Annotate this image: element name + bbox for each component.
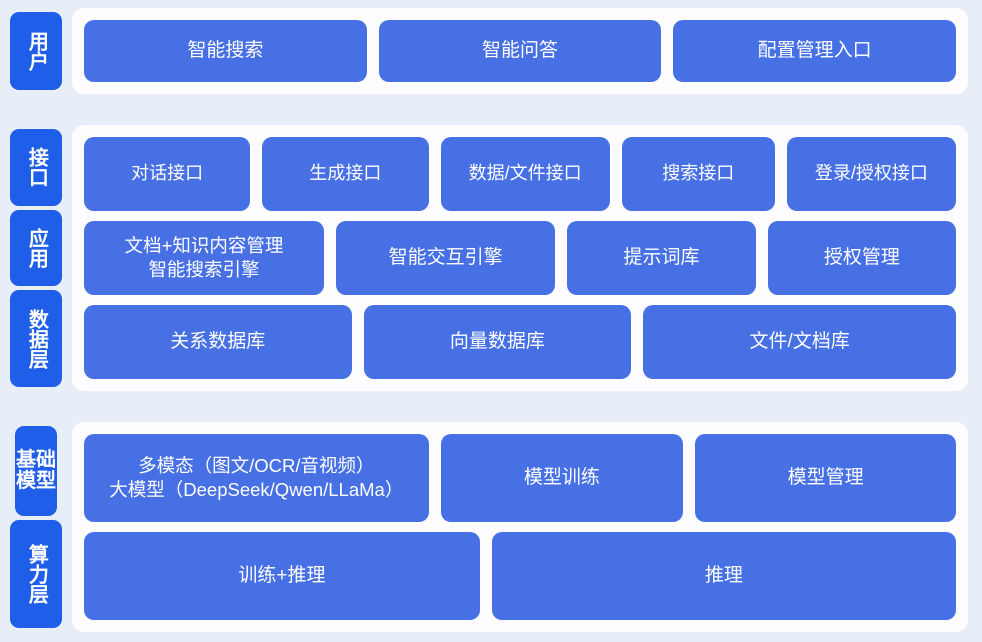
rail-user: 用户 [10,8,62,94]
rail-tab-data-layer[interactable]: 数据层 [10,290,62,388]
section-gap-2 [0,399,982,414]
box-smart-interaction-engine[interactable]: 智能交互引擎 [336,221,556,295]
rail-tab-foundation-model[interactable]: 基础模型 [15,426,57,516]
card-middle: 对话接口 生成接口 数据/文件接口 搜索接口 登录/授权接口 文档+知识内容管理… [72,125,968,391]
box-data-file-api[interactable]: 数据/文件接口 [440,137,610,211]
rail-bottom: 基础模型 算力层 [10,422,62,632]
section-user: 用户 智能搜索 智能问答 配置管理入口 [0,0,982,102]
box-dialog-api[interactable]: 对话接口 [84,137,251,211]
rail-tab-compute-layer[interactable]: 算力层 [10,519,62,628]
section-gap-1 [0,102,982,117]
rail-middle: 接口 应用 数据层 [10,125,62,391]
row-application: 文档+知识内容管理 智能搜索引擎 智能交互引擎 提示词库 授权管理 [84,221,957,295]
box-relational-database[interactable]: 关系数据库 [84,305,352,379]
rail-tab-user[interactable]: 用户 [10,12,62,90]
row-foundation-model: 多模态（图文/OCR/音视频） 大模型（DeepSeek/Qwen/LLaMa）… [84,434,956,522]
box-authorization-management[interactable]: 授权管理 [767,221,957,295]
card-bottom: 多模态（图文/OCR/音视频） 大模型（DeepSeek/Qwen/LLaMa）… [72,422,968,632]
box-smart-search[interactable]: 智能搜索 [84,20,367,82]
row-compute-layer: 训练+推理 推理 [84,532,956,620]
box-training-inference[interactable]: 训练+推理 [84,532,480,620]
box-file-document-store[interactable]: 文件/文档库 [643,305,957,379]
box-search-api[interactable]: 搜索接口 [621,137,775,211]
box-model-training[interactable]: 模型训练 [440,434,684,522]
box-config-management-entry[interactable]: 配置管理入口 [673,20,957,82]
box-inference[interactable]: 推理 [491,532,956,620]
section-bottom: 基础模型 算力层 多模态（图文/OCR/音视频） 大模型（DeepSeek/Qw… [0,414,982,642]
box-login-auth-api[interactable]: 登录/授权接口 [786,137,956,211]
box-model-management[interactable]: 模型管理 [695,434,956,522]
rail-tab-interface[interactable]: 接口 [10,129,62,206]
box-prompt-library[interactable]: 提示词库 [567,221,756,295]
box-smart-qa[interactable]: 智能问答 [378,20,662,82]
box-doc-knowledge-management[interactable]: 文档+知识内容管理 智能搜索引擎 [84,221,325,295]
box-multimodal-llm[interactable]: 多模态（图文/OCR/音视频） 大模型（DeepSeek/Qwen/LLaMa） [84,434,429,522]
section-middle: 接口 应用 数据层 对话接口 生成接口 数据/文件接口 搜索接口 登录/授权接口… [0,117,982,399]
row-user: 智能搜索 智能问答 配置管理入口 [84,20,957,82]
card-user: 智能搜索 智能问答 配置管理入口 [72,8,968,94]
row-interface: 对话接口 生成接口 数据/文件接口 搜索接口 登录/授权接口 [84,137,956,211]
box-generation-api[interactable]: 生成接口 [262,137,429,211]
row-data-layer: 关系数据库 向量数据库 文件/文档库 [84,305,957,379]
rail-tab-application[interactable]: 应用 [10,209,62,287]
box-vector-database[interactable]: 向量数据库 [363,305,632,379]
